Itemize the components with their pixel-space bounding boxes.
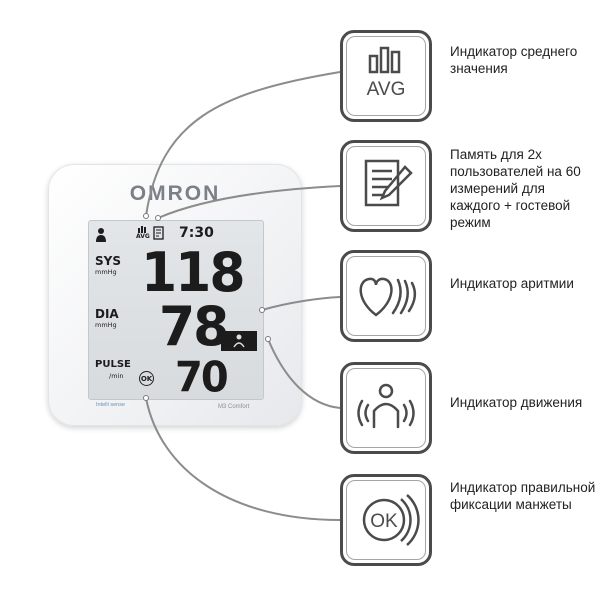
callout-box-ok: OK	[340, 474, 432, 566]
ok-cuff-icon: OK	[362, 494, 420, 546]
connector-memory	[157, 185, 341, 219]
callout-box-memory	[340, 140, 432, 232]
connector-ok	[145, 397, 341, 521]
dot-ok	[143, 395, 149, 401]
connector-motion	[267, 338, 341, 409]
pulse-unit: /min	[109, 372, 124, 380]
sys-label: SYS	[95, 254, 121, 268]
user-icon	[96, 228, 106, 242]
dia-label: DIA	[95, 307, 119, 321]
callout-label-avg: Индикатор среднего значения	[450, 44, 578, 76]
sys-value: 118	[141, 241, 246, 305]
connector-avg	[145, 71, 341, 217]
blood-pressure-monitor: OMRON AVG 7:30 SYS mmHg 118 DIA mmHg 78 …	[48, 164, 302, 426]
callout-box-arrhythmia	[340, 250, 432, 342]
memory-notepad-icon	[364, 159, 413, 207]
pulse-label: PULSE	[95, 359, 131, 370]
callout-label-memory: Память для 2х пользователей на 60 измере…	[450, 147, 581, 230]
callout-box-motion	[340, 362, 432, 454]
avg-icon-text: AVG	[367, 79, 406, 100]
lcd-display: AVG 7:30 SYS mmHg 118 DIA mmHg 78 PULSE …	[88, 220, 264, 400]
memory-mini-icon	[153, 226, 164, 240]
ok-icon-text: OK	[370, 511, 398, 532]
dot-memory	[155, 215, 161, 221]
model-label: M3 Comfort	[218, 404, 250, 410]
avg-bars-icon: AVG	[367, 46, 406, 100]
ok-mini-indicator: OK	[139, 371, 154, 386]
pulse-value: 70	[175, 353, 229, 403]
callout-label-ok: Индикатор правильной фиксации манжеты	[450, 480, 596, 512]
time-readout: 7:30	[179, 225, 214, 241]
connector-arrhythmia	[261, 296, 341, 311]
dot-motion	[265, 336, 271, 342]
dia-value: 78	[159, 295, 229, 359]
heart-arrhythmia-icon	[359, 277, 417, 317]
motion-person-icon	[357, 383, 415, 429]
dot-arrhythmia	[259, 307, 265, 313]
dia-unit: mmHg	[95, 321, 117, 329]
callout-box-avg: AVG	[340, 30, 432, 122]
intellisense-logo: Intelli sense	[96, 402, 126, 408]
avg-mini-bars-icon	[138, 226, 146, 233]
callout-label-arrhythmia: Индикатор аритмии	[450, 276, 574, 291]
motion-mini-icon	[233, 334, 245, 348]
avg-mini-label: AVG	[136, 233, 150, 240]
callout-label-motion: Индикатор движения	[450, 395, 583, 410]
dot-avg	[143, 213, 149, 219]
motion-indicator	[221, 331, 257, 351]
sys-unit: mmHg	[95, 268, 117, 276]
